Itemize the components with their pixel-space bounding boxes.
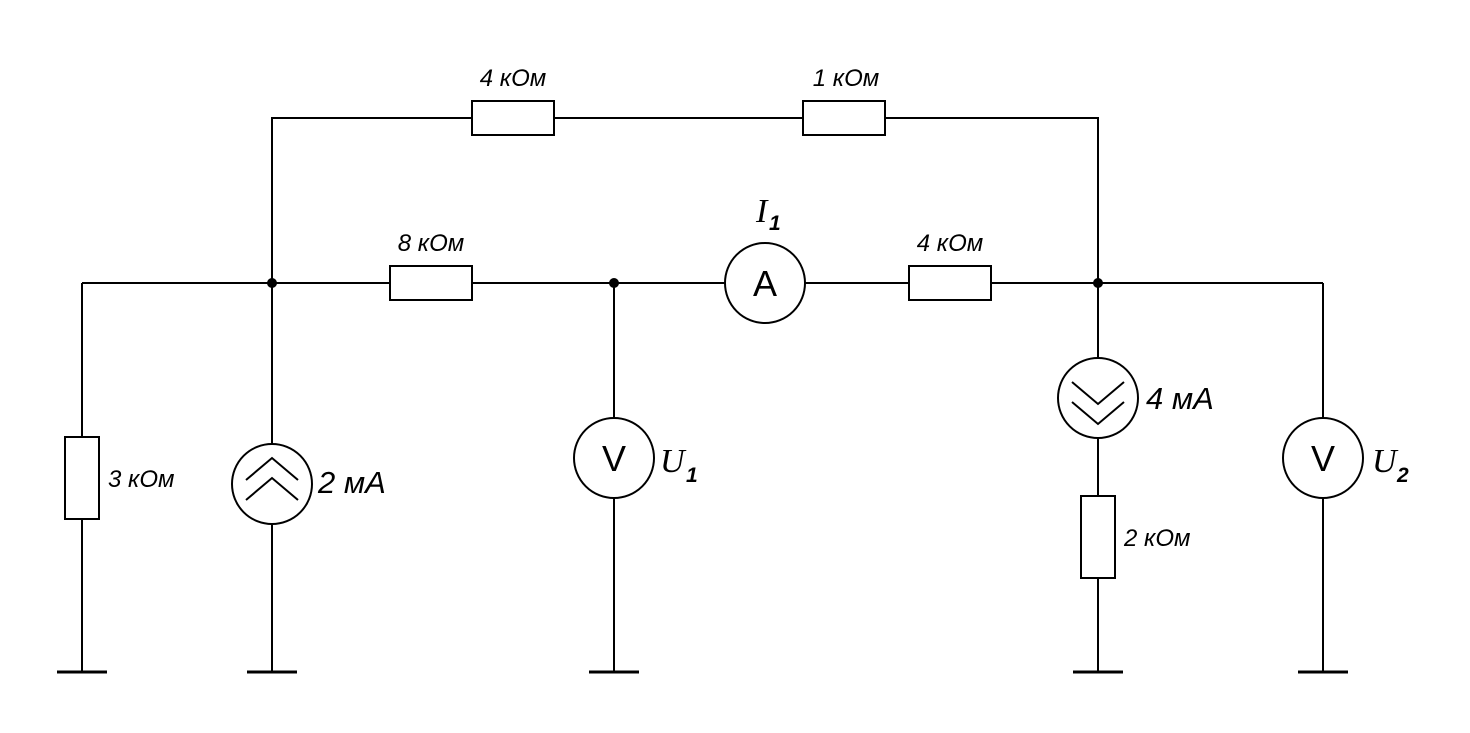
voltmeter-1-symbol: U [660,443,687,480]
resistor-left-label: 3 кОм [108,466,174,493]
chevron-down-icon [1071,401,1125,426]
current-source-left: 2 мА [231,443,386,525]
wire-top-loop [271,117,1099,283]
current-source-left-label: 2 мА [317,465,386,500]
resistor-mid-right-label: 4 кОм [917,230,983,257]
junctions [267,278,1103,288]
junction-right [1093,278,1103,288]
voltmeter-1-letter: V [602,438,626,479]
current-source-right: 4 мА [1057,357,1214,439]
resistor-left: 3 кОм [64,436,174,520]
resistor-top-right-label: 1 кОм [813,65,879,92]
resistor-top-left-label: 4 кОм [480,65,546,92]
resistor-mid-left: 8 кОм [389,230,473,301]
ammeter: A I 1 [724,193,806,324]
voltmeter-2-subscript: 2 [1396,464,1409,487]
ammeter-letter: A [753,263,777,304]
resistor-mid-left-label: 8 кОм [398,230,464,257]
voltmeter-2: V U 2 [1282,417,1409,499]
chevron-up-icon [245,456,299,481]
voltmeter-1-subscript: 1 [686,464,698,487]
voltmeter-1: V U 1 [573,417,698,499]
resistor-right-bottom: 2 кОм [1080,495,1190,579]
chevron-up-icon [245,476,299,501]
junction-middle [609,278,619,288]
junction-left [267,278,277,288]
voltmeter-2-letter: V [1311,438,1335,479]
ammeter-symbol: I [755,193,769,230]
voltmeter-2-symbol: U [1372,443,1399,480]
resistor-top-right: 1 кОм [802,65,886,136]
ammeter-subscript: 1 [769,212,781,235]
resistor-right-bottom-label: 2 кОм [1123,525,1190,552]
resistor-mid-right: 4 кОм [908,230,992,301]
resistor-top-left: 4 кОм [471,65,555,136]
current-source-right-label: 4 мА [1146,381,1214,416]
chevron-down-icon [1071,381,1125,406]
